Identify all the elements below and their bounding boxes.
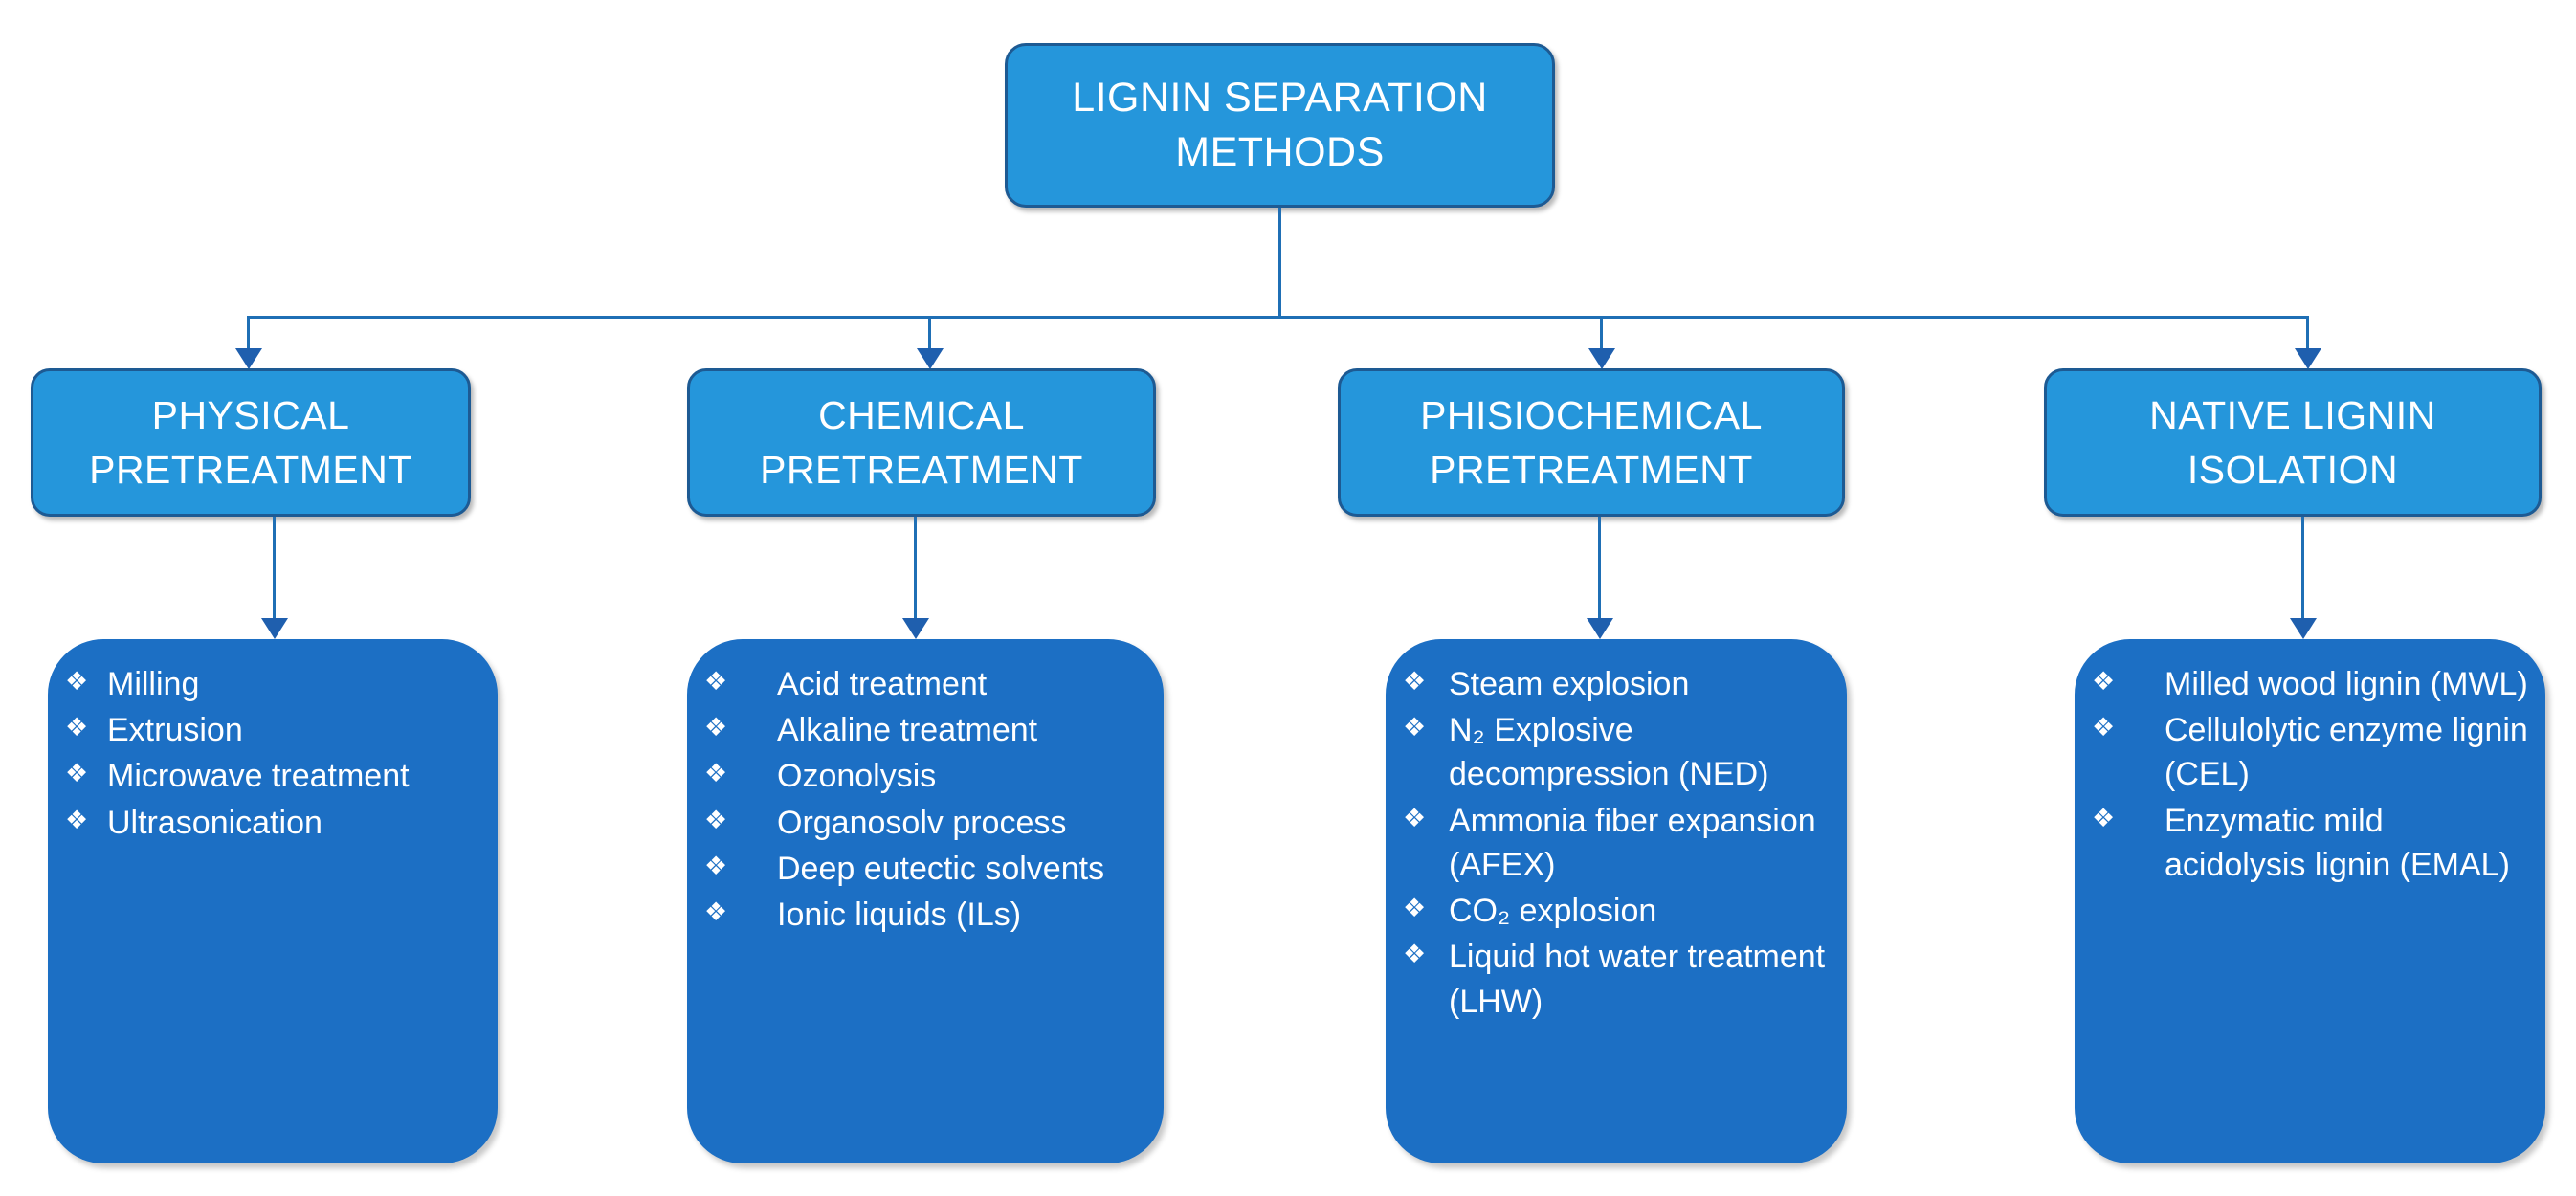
arrow-head-content-physical bbox=[261, 618, 288, 639]
list-item: ❖ Ammonia fiber expansion (AFEX) bbox=[1403, 799, 1830, 887]
list-item-label: Steam explosion bbox=[1449, 666, 1690, 702]
connector-drop-native bbox=[2306, 316, 2309, 352]
root-node-label: LIGNIN SEPARATION METHODS bbox=[1072, 74, 1488, 175]
diamond-bullet-icon: ❖ bbox=[2092, 713, 2116, 742]
header-node-phisiochemical: PHISIOCHEMICAL PRETREATMENT bbox=[1338, 368, 1845, 517]
list-item: ❖ Ultrasonication bbox=[65, 801, 480, 845]
list-item-label: Microwave treatment bbox=[107, 758, 410, 795]
list-item-label: Alkaline treatment bbox=[777, 712, 1038, 749]
list-item-label: CO₂ explosion bbox=[1449, 893, 1657, 930]
connector-drop-phisiochemical bbox=[1600, 316, 1603, 352]
bullet-list-native: ❖ Milled wood lignin (MWL) ❖ Cellulolyti… bbox=[2092, 662, 2528, 887]
diamond-bullet-icon: ❖ bbox=[704, 759, 728, 788]
content-node-chemical: ❖ Acid treatment ❖ Alkaline treatment ❖ … bbox=[687, 639, 1164, 1163]
bullet-list-chemical: ❖ Acid treatment ❖ Alkaline treatment ❖ … bbox=[704, 662, 1146, 937]
header-label-phisiochemical: PHISIOCHEMICAL PRETREATMENT bbox=[1420, 392, 1763, 492]
diamond-bullet-icon: ❖ bbox=[2092, 667, 2116, 696]
diamond-bullet-icon: ❖ bbox=[704, 667, 728, 696]
list-item: ❖ Milled wood lignin (MWL) bbox=[2092, 662, 2528, 706]
list-item-label: Deep eutectic solvents bbox=[777, 850, 1105, 887]
diamond-bullet-icon: ❖ bbox=[1403, 667, 1427, 696]
list-item: ❖ Steam explosion bbox=[1403, 662, 1830, 706]
list-item-label: Milled wood lignin (MWL) bbox=[2165, 666, 2528, 702]
connector-distribution-bar bbox=[247, 316, 2308, 319]
list-item: ❖ Enzymatic mild acidolysis lignin (EMAL… bbox=[2092, 799, 2528, 887]
diamond-bullet-icon: ❖ bbox=[65, 759, 89, 788]
list-item-label: Enzymatic mild acidolysis lignin (EMAL) bbox=[2165, 802, 2510, 883]
list-item: ❖ Microwave treatment bbox=[65, 754, 480, 798]
list-item-label: Ultrasonication bbox=[107, 804, 322, 841]
arrow-head-phisiochemical bbox=[1588, 348, 1615, 369]
list-item: ❖ Acid treatment bbox=[704, 662, 1146, 706]
connector-root-stem bbox=[1278, 208, 1281, 316]
diamond-bullet-icon: ❖ bbox=[2092, 803, 2116, 832]
list-item-label: N₂ Explosive decompression (NED) bbox=[1449, 712, 1769, 793]
header-node-native: NATIVE LIGNIN ISOLATION bbox=[2044, 368, 2542, 517]
diamond-bullet-icon: ❖ bbox=[1403, 940, 1427, 969]
arrow-head-content-phisiochemical bbox=[1587, 618, 1613, 639]
connector-stem-physical bbox=[273, 517, 276, 620]
connector-stem-native bbox=[2301, 517, 2304, 620]
arrow-head-native bbox=[2295, 348, 2321, 369]
diamond-bullet-icon: ❖ bbox=[1403, 803, 1427, 832]
header-label-native: NATIVE LIGNIN ISOLATION bbox=[2149, 392, 2436, 492]
diamond-bullet-icon: ❖ bbox=[1403, 713, 1427, 742]
list-item-label: Extrusion bbox=[107, 712, 243, 749]
connector-drop-physical bbox=[247, 316, 250, 352]
list-item: ❖ Extrusion bbox=[65, 708, 480, 752]
list-item-label: Liquid hot water treatment (LHW) bbox=[1449, 939, 1826, 1020]
list-item: ❖ Ozonolysis bbox=[704, 754, 1146, 798]
list-item-label: Organosolv process bbox=[777, 804, 1067, 841]
diamond-bullet-icon: ❖ bbox=[65, 805, 89, 834]
list-item: ❖ Alkaline treatment bbox=[704, 708, 1146, 752]
arrow-head-chemical bbox=[917, 348, 944, 369]
diamond-bullet-icon: ❖ bbox=[704, 805, 728, 834]
content-node-native: ❖ Milled wood lignin (MWL) ❖ Cellulolyti… bbox=[2075, 639, 2545, 1163]
diamond-bullet-icon: ❖ bbox=[65, 667, 89, 696]
header-node-physical: PHYSICAL PRETREATMENT bbox=[31, 368, 471, 517]
diamond-bullet-icon: ❖ bbox=[704, 851, 728, 880]
bullet-list-phisiochemical: ❖ Steam explosion ❖ N₂ Explosive decompr… bbox=[1403, 662, 1830, 1024]
content-node-phisiochemical: ❖ Steam explosion ❖ N₂ Explosive decompr… bbox=[1386, 639, 1847, 1163]
list-item-label: Cellulolytic enzyme lignin (CEL) bbox=[2165, 712, 2528, 793]
list-item: ❖ Cellulolytic enzyme lignin (CEL) bbox=[2092, 708, 2528, 796]
diamond-bullet-icon: ❖ bbox=[65, 713, 89, 742]
diamond-bullet-icon: ❖ bbox=[1403, 894, 1427, 923]
list-item: ❖ Organosolv process bbox=[704, 801, 1146, 845]
header-label-chemical: CHEMICAL PRETREATMENT bbox=[760, 392, 1083, 492]
root-node-lignin-separation-methods: LIGNIN SEPARATION METHODS bbox=[1005, 43, 1555, 208]
list-item: ❖ Liquid hot water treatment (LHW) bbox=[1403, 935, 1830, 1023]
list-item: ❖ Deep eutectic solvents bbox=[704, 847, 1146, 891]
content-node-physical: ❖ Milling ❖ Extrusion ❖ Microwave treatm… bbox=[48, 639, 498, 1163]
connector-stem-chemical bbox=[914, 517, 917, 620]
list-item-label: Acid treatment bbox=[777, 666, 988, 702]
list-item-label: Ionic liquids (ILs) bbox=[777, 897, 1022, 934]
arrow-head-physical bbox=[235, 348, 262, 369]
list-item: ❖ Ionic liquids (ILs) bbox=[704, 893, 1146, 937]
list-item: ❖ CO₂ explosion bbox=[1403, 889, 1830, 933]
arrow-head-content-native bbox=[2290, 618, 2317, 639]
bullet-list-physical: ❖ Milling ❖ Extrusion ❖ Microwave treatm… bbox=[65, 662, 480, 845]
header-node-chemical: CHEMICAL PRETREATMENT bbox=[687, 368, 1156, 517]
diamond-bullet-icon: ❖ bbox=[704, 713, 728, 742]
list-item-label: Milling bbox=[107, 666, 200, 702]
list-item: ❖ N₂ Explosive decompression (NED) bbox=[1403, 708, 1830, 796]
arrow-head-content-chemical bbox=[902, 618, 929, 639]
list-item: ❖ Milling bbox=[65, 662, 480, 706]
diamond-bullet-icon: ❖ bbox=[704, 897, 728, 927]
list-item-label: Ammonia fiber expansion (AFEX) bbox=[1449, 802, 1816, 883]
connector-stem-phisiochemical bbox=[1598, 517, 1601, 620]
list-item-label: Ozonolysis bbox=[777, 758, 937, 795]
header-label-physical: PHYSICAL PRETREATMENT bbox=[89, 392, 412, 492]
connector-drop-chemical bbox=[928, 316, 931, 352]
